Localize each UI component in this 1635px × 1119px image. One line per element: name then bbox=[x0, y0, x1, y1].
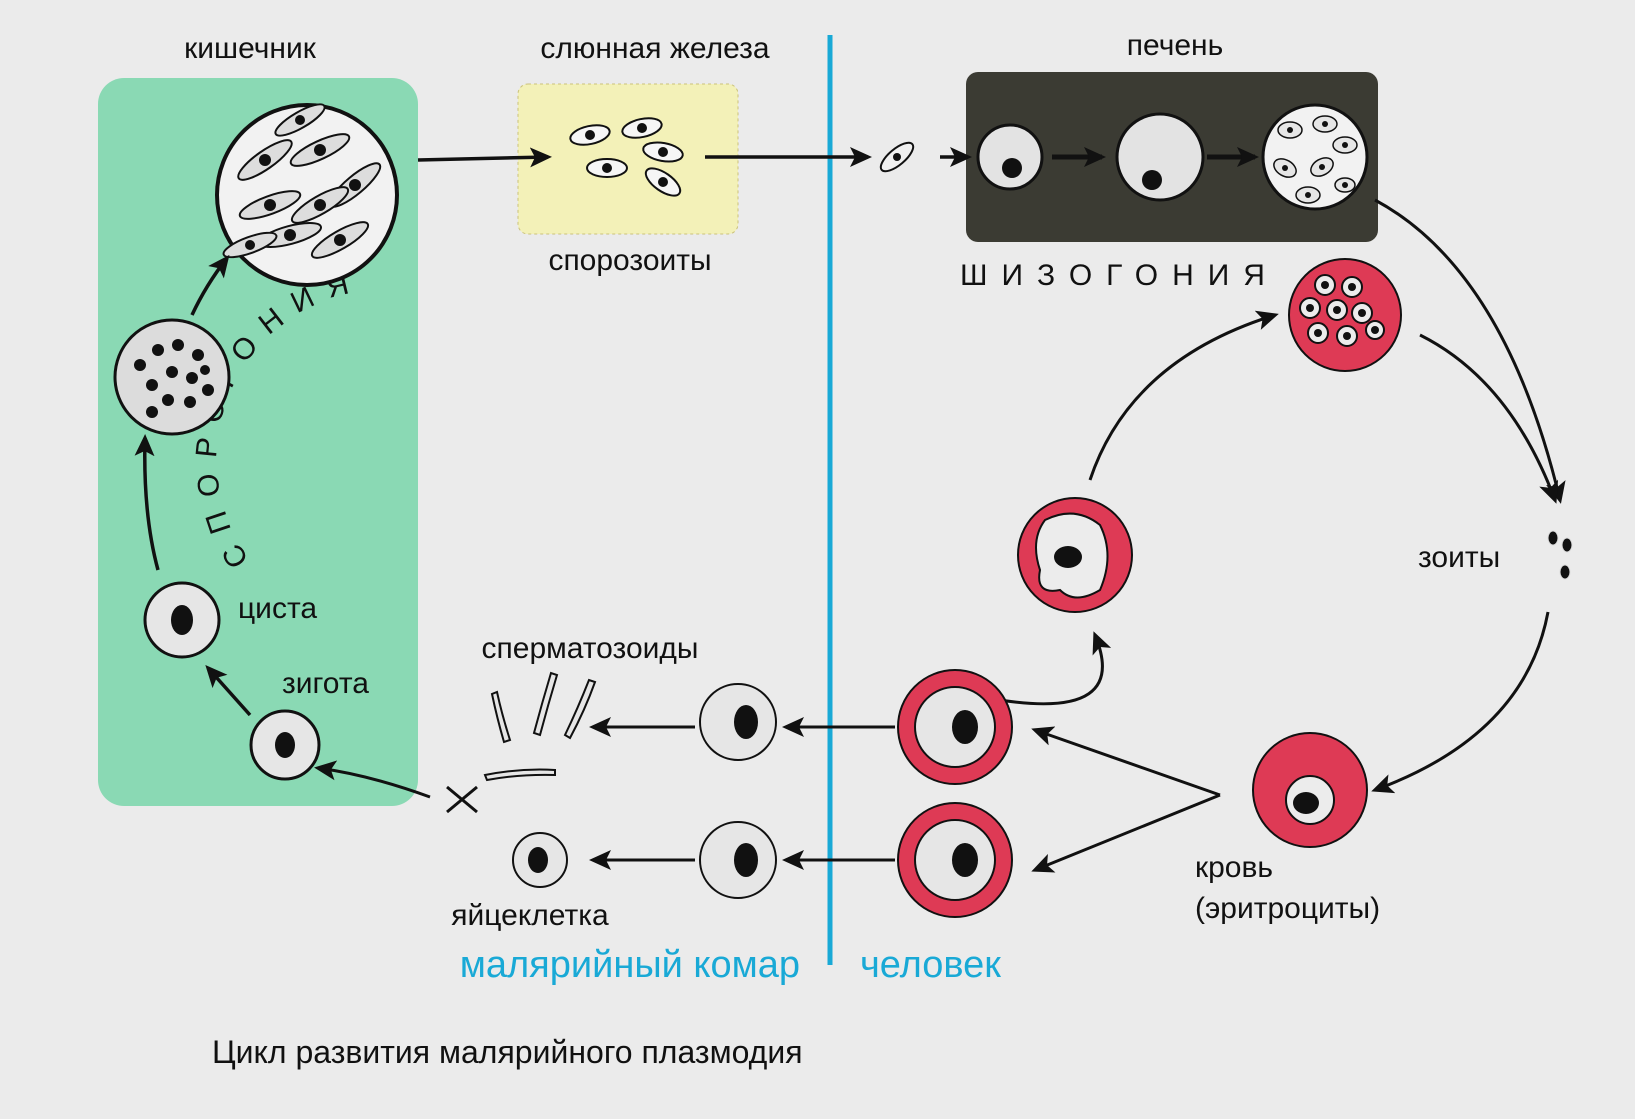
cyst-cell bbox=[143, 581, 221, 659]
salivary-gland-region bbox=[517, 83, 739, 235]
fertilization-cross bbox=[446, 785, 478, 814]
arrow-blood-to-gametocyte-1 bbox=[1031, 726, 1221, 797]
arrow-zygote-to-cyst bbox=[205, 665, 252, 717]
arrow-oocyst-to-sporozoite-cyst bbox=[190, 254, 230, 316]
liver-schizont bbox=[1261, 103, 1369, 211]
zygote-cell bbox=[249, 709, 321, 781]
male-gametocyte bbox=[699, 683, 777, 761]
zygote-label: зигота bbox=[282, 667, 369, 700]
egg-cell bbox=[512, 832, 568, 888]
figure-caption: Цикл развития малярийного плазмодия bbox=[212, 1034, 803, 1070]
arrow-gut-to-gland bbox=[417, 147, 552, 168]
arrow-blood-to-gametocyte-2 bbox=[1031, 793, 1221, 873]
liver-cell-stage-2 bbox=[1115, 112, 1205, 202]
arrow-liver-to-zoites bbox=[1374, 198, 1566, 504]
erythrocyte-trophozoite bbox=[1017, 497, 1133, 613]
schizogony-label: ШИЗОГОНИЯ bbox=[960, 259, 1279, 292]
sporozoites-in-gland bbox=[569, 117, 684, 197]
blood-label-line2: (эритроциты) bbox=[1195, 892, 1380, 925]
blood-label-line1: кровь bbox=[1195, 851, 1273, 884]
oocyst-dividing bbox=[113, 318, 231, 436]
erythrocyte-gametocyte-female bbox=[897, 802, 1013, 918]
oocyst-with-sporozoites bbox=[215, 103, 399, 287]
salivary-gland-label: слюнная железа bbox=[540, 32, 769, 65]
mosquito-host-label: малярийный комар bbox=[460, 944, 800, 986]
arrow-cyst-to-oocyst bbox=[134, 434, 160, 571]
erythrocyte-infected bbox=[1252, 732, 1368, 848]
liver-cell-stage-1 bbox=[976, 123, 1044, 191]
erythrocyte-schizont bbox=[1288, 258, 1402, 372]
spermatozoids-label: сперматозоиды bbox=[482, 632, 699, 665]
egg-cell-label: яйцеклетка bbox=[451, 899, 609, 932]
zoites-label: зоиты bbox=[1418, 541, 1500, 574]
arrow-schizont-to-zoites bbox=[1419, 333, 1559, 504]
erythrocyte-gametocyte-male bbox=[897, 669, 1013, 785]
arrow-gametocyte-to-ring bbox=[999, 631, 1112, 706]
female-gametocyte bbox=[699, 821, 777, 899]
arrow-ring-to-schizont bbox=[1088, 310, 1279, 481]
sporozoites-label: спорозоиты bbox=[548, 244, 711, 277]
human-host-label: человек bbox=[860, 944, 1001, 986]
sporozoite-in-blood bbox=[879, 141, 915, 173]
spermatozoids bbox=[483, 671, 597, 782]
arrow-fertilization-to-zygote bbox=[314, 760, 431, 799]
zoites bbox=[1547, 530, 1573, 580]
arrow-zoites-to-erythrocyte bbox=[1371, 611, 1550, 794]
liver-label: печень bbox=[1127, 29, 1223, 62]
intestine-label: кишечник bbox=[184, 32, 317, 65]
cyst-label: циста bbox=[238, 592, 317, 625]
